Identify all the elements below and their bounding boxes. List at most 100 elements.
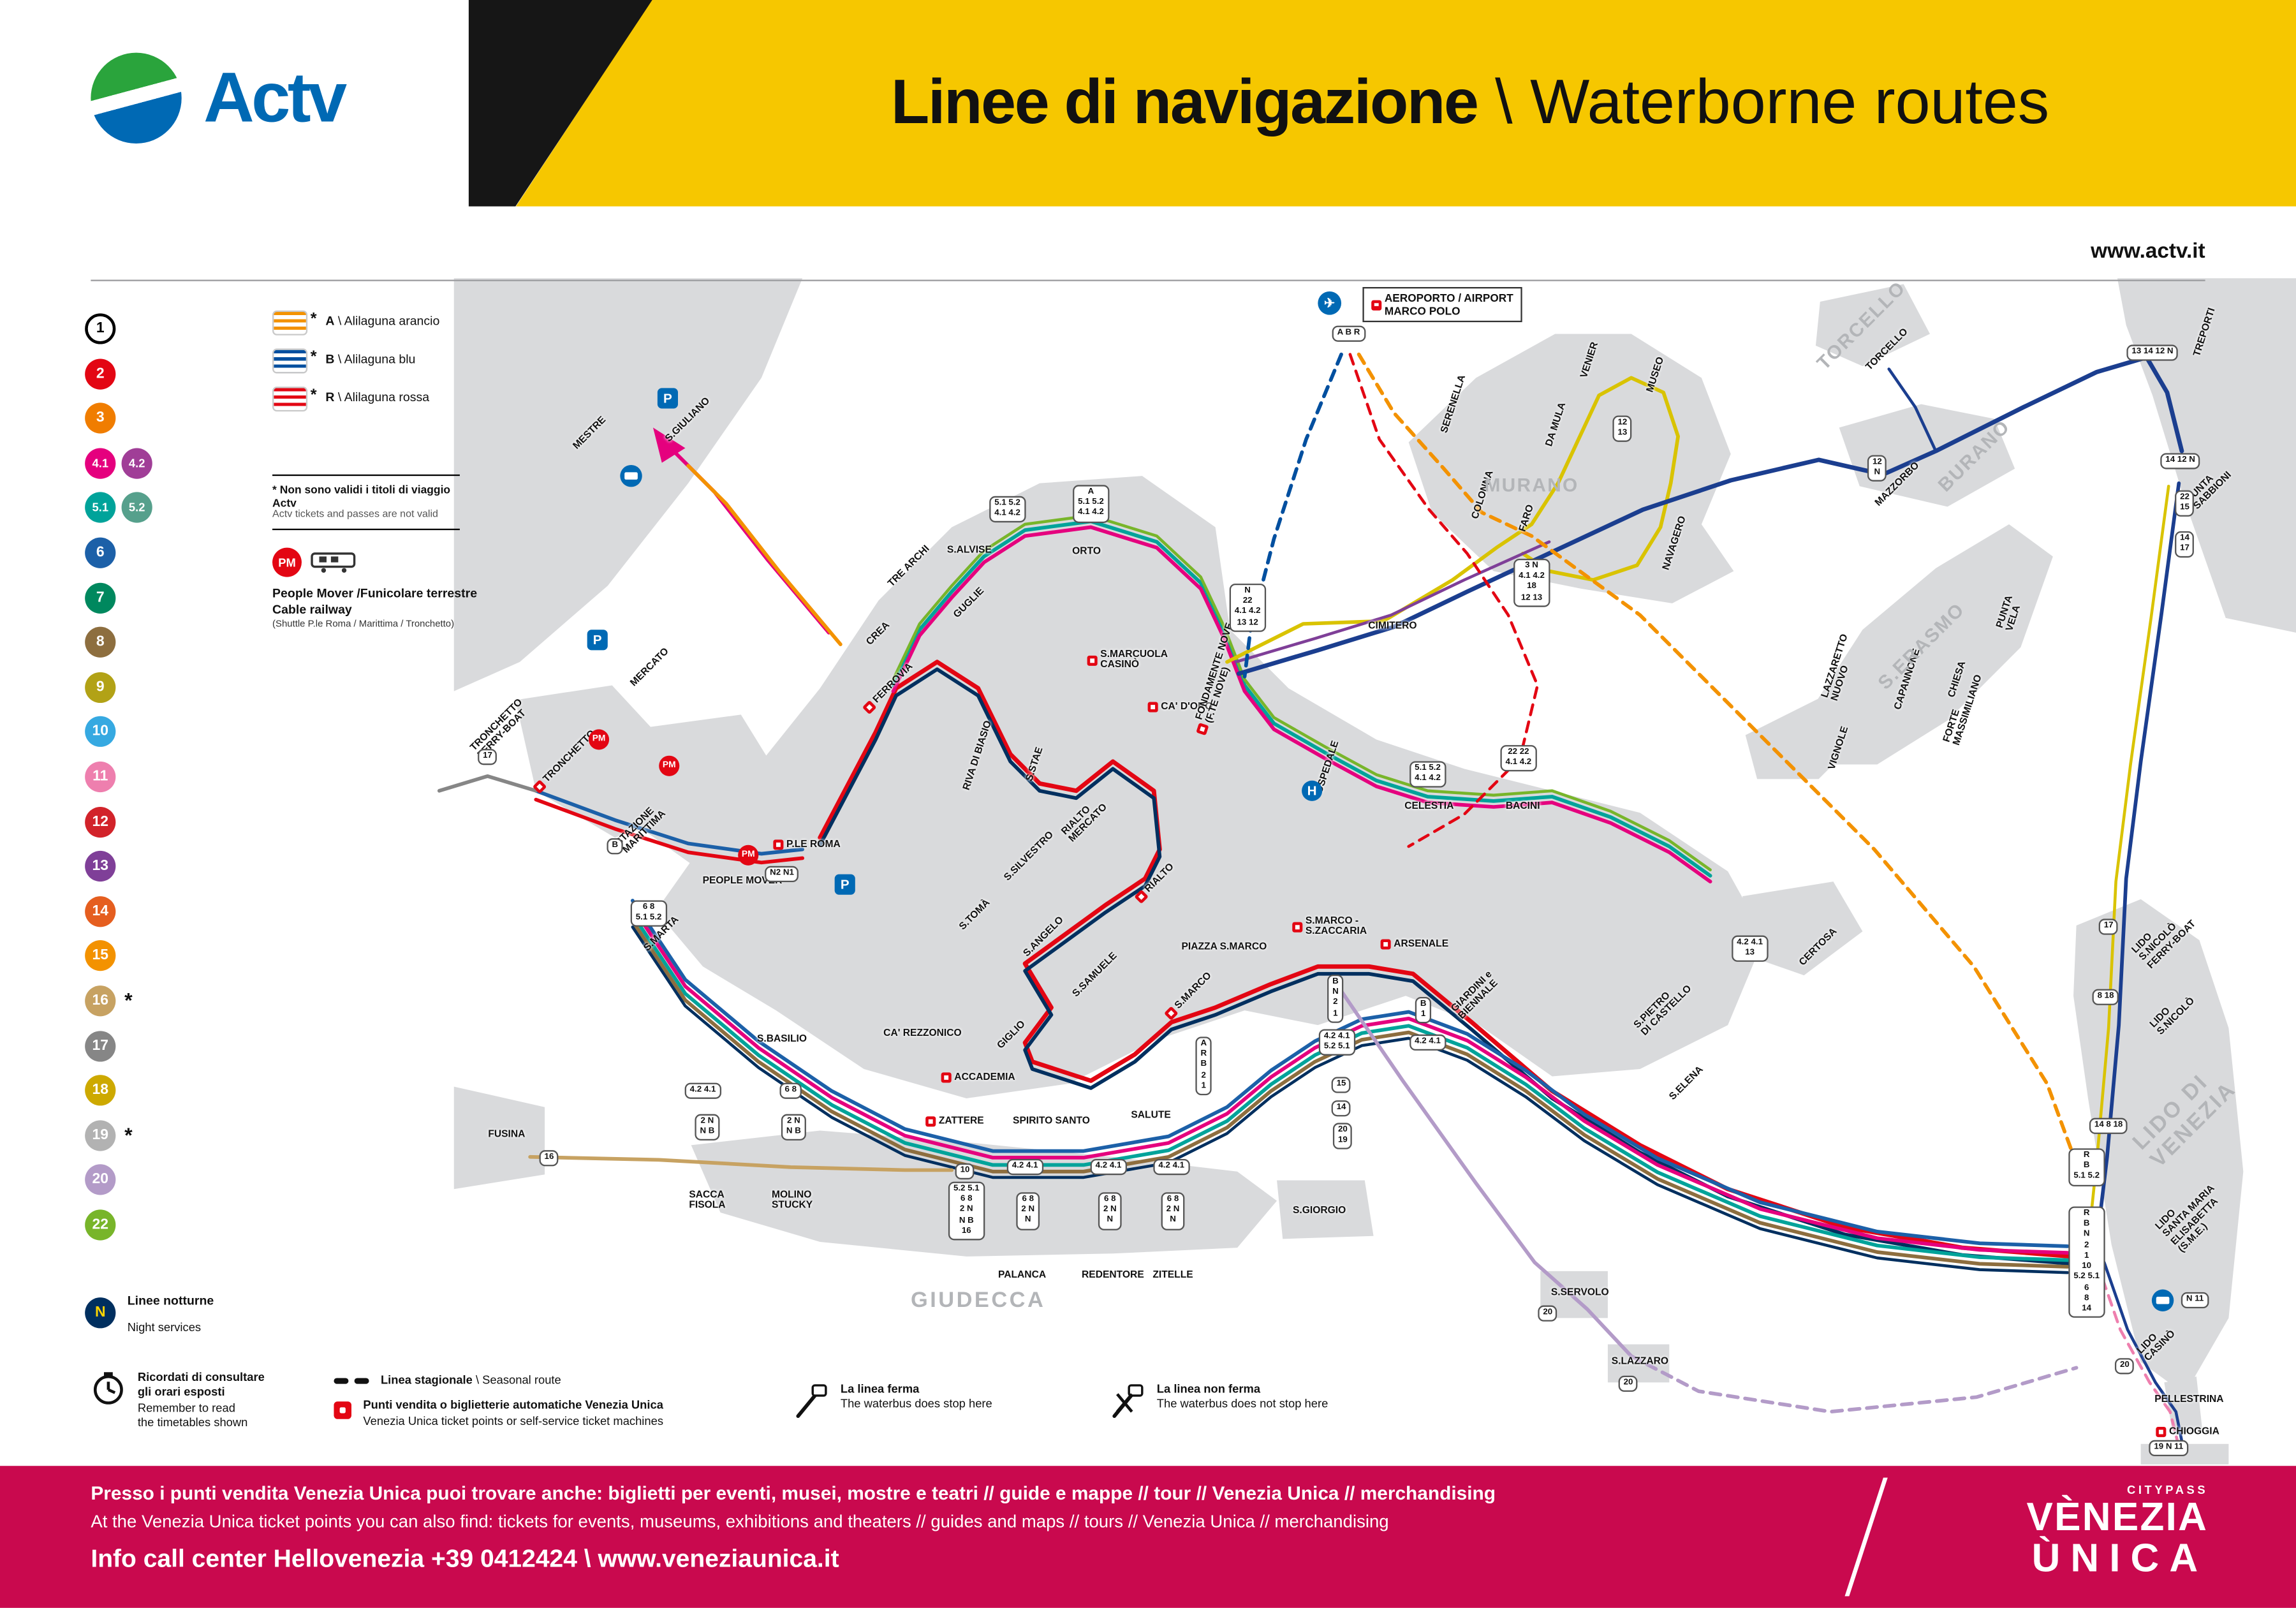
asterisk: * [124,989,133,1013]
land-s-giorgio [1277,1180,1374,1239]
legend-line-8: 8 [85,627,152,658]
line-badge-10: 10 [85,716,116,748]
route-north-linea-5-1 [891,519,1712,878]
no-stop-legend: La linea non ferma The waterbus does not… [1107,1382,1328,1420]
stop-legend: La linea ferma The waterbus does stop he… [791,1382,992,1420]
alilaguna-B: * B \ Alilaguna blu [272,348,492,374]
legend-line-17: 17 [85,1030,152,1061]
alilaguna-note: * Non sono validi i titoli di viaggio Ac… [272,474,460,531]
route-linea-20-stagionale [1629,1354,2079,1414]
alilaguna-legend: *A \ Alilaguna arancio*B \ Alilaguna blu… [272,310,492,425]
land-pellestrina [2164,1376,2203,1436]
title-separator: \ [1495,67,1513,138]
line-badge-18: 18 [85,1075,116,1106]
seasonal-dash-icon [334,1378,369,1383]
line-badge-3: 3 [85,402,116,434]
legend-line-7: 7 [85,582,152,613]
line-badge-1: 1 [85,313,116,344]
night-services-text: Linee notturne Night services [127,1293,214,1334]
alilaguna-A: *A \ Alilaguna arancio [272,310,492,336]
line-badge-4.2: 4.2 [121,448,152,479]
header-divider [91,279,2205,281]
land-mestre-arrow [652,427,686,463]
land-venezia [656,476,1765,1098]
route-torcello-spur [1887,367,1938,453]
seasonal-legend: Linea stagionale \ Seasonal route Punti … [334,1374,663,1430]
route-tronchetto-rossa [534,797,805,865]
alilaguna-label: B \ Alilaguna blu [325,351,416,366]
route-giudecca-linea-4-1 [630,905,2070,1255]
page-title: Linee di navigazione \ Waterborne routes [688,0,2252,207]
alilaguna-label: A \ Alilaguna arancio [325,313,440,328]
route-north-linea-22 [892,513,1712,872]
route-ferry-17 [437,774,538,793]
legend-line-13: 13 [85,851,152,882]
footer-band: Presso i punti vendita Venezia Unica puo… [0,1466,2296,1608]
actv-brand-name: Actv [203,59,347,137]
footer-divider [1844,1477,1888,1597]
legend-line-14: 14 [85,896,152,927]
legend-line-15: 15 [85,940,152,971]
footer-line1: Presso i punti vendita Venezia Unica puo… [91,1482,1496,1504]
line-does-not-stop-icon [1112,1384,1144,1419]
actv-logo: Actv [91,52,347,144]
asterisk: * [310,348,317,366]
line-badge-5.2: 5.2 [121,492,152,524]
line-badge-16: 16 [85,985,116,1017]
note-italian: * Non sono validi i titoli di viaggio Ac… [272,483,451,510]
land-lido [2073,899,2244,1394]
route-burano-linea-12 [1236,355,2184,676]
route-giudecca-linea-8 [630,919,2070,1269]
route-alilaguna-blu [1242,352,1343,679]
land-certosa [1742,881,1863,976]
venezia-unica-logo: CITYPASS VÈNEZIA ÙNICA [2026,1483,2209,1581]
route-alilaguna-arancio [1357,352,2082,1174]
line-badge-11: 11 [85,761,116,792]
route-sud-chioggia [2102,1260,2184,1443]
land-cavallino [2117,278,2296,633]
land-s-lazzaro [1607,1344,1670,1383]
land-fusina [453,1086,545,1190]
line-badge-22: 22 [85,1209,116,1241]
title-english: Waterborne routes [1530,67,2050,138]
route-giudecca-linea-n [631,926,2070,1274]
legend-line-1: 1 [85,313,152,344]
footer-contact: Info call center Hellovenezia +39 041242… [91,1545,839,1573]
footer-line2: At the Venezia Unica ticket points you c… [91,1511,1389,1532]
header-yellow-band [515,0,2296,207]
line-badge-6: 6 [85,537,116,568]
title-italian: Linee di navigazione [891,67,1479,138]
legend-line-19: 19 * [85,1119,152,1151]
website-url: www.actv.it [2091,240,2205,264]
timetable-legend: Ricordati di consultare gli orari espost… [91,1371,265,1431]
asterisk: * [310,387,317,404]
route-tronchetto-blu [534,788,805,856]
alilaguna-waves-icon [272,348,308,374]
alilaguna-R: *R \ Alilaguna rossa [272,387,492,412]
land-torcello [1815,284,1931,366]
asterisk: * [124,1123,133,1147]
line-stops-icon [796,1384,827,1419]
people-mover-icon: PM [272,547,302,577]
alilaguna-waves-icon [272,387,308,412]
legend-line-9: 9 [85,672,152,703]
land-murano [1408,334,1734,603]
line-badge-19: 19 [85,1119,116,1151]
line-badge-12: 12 [85,806,116,837]
line-badge-20: 20 [85,1164,116,1196]
route-linea-16-fusina [528,1154,954,1172]
land-s-erasmo [1804,524,2053,765]
line-badge-4.1: 4.1 [85,448,116,479]
train-icon [311,551,356,572]
route-murano-circolare [1225,376,1680,664]
line-badge-15: 15 [85,940,116,971]
venezia-unica-point-icon [334,1402,352,1420]
legend-line-11: 11 [85,761,152,792]
actv-logo-mark-icon [91,52,182,144]
alilaguna-waves-icon [272,310,308,336]
